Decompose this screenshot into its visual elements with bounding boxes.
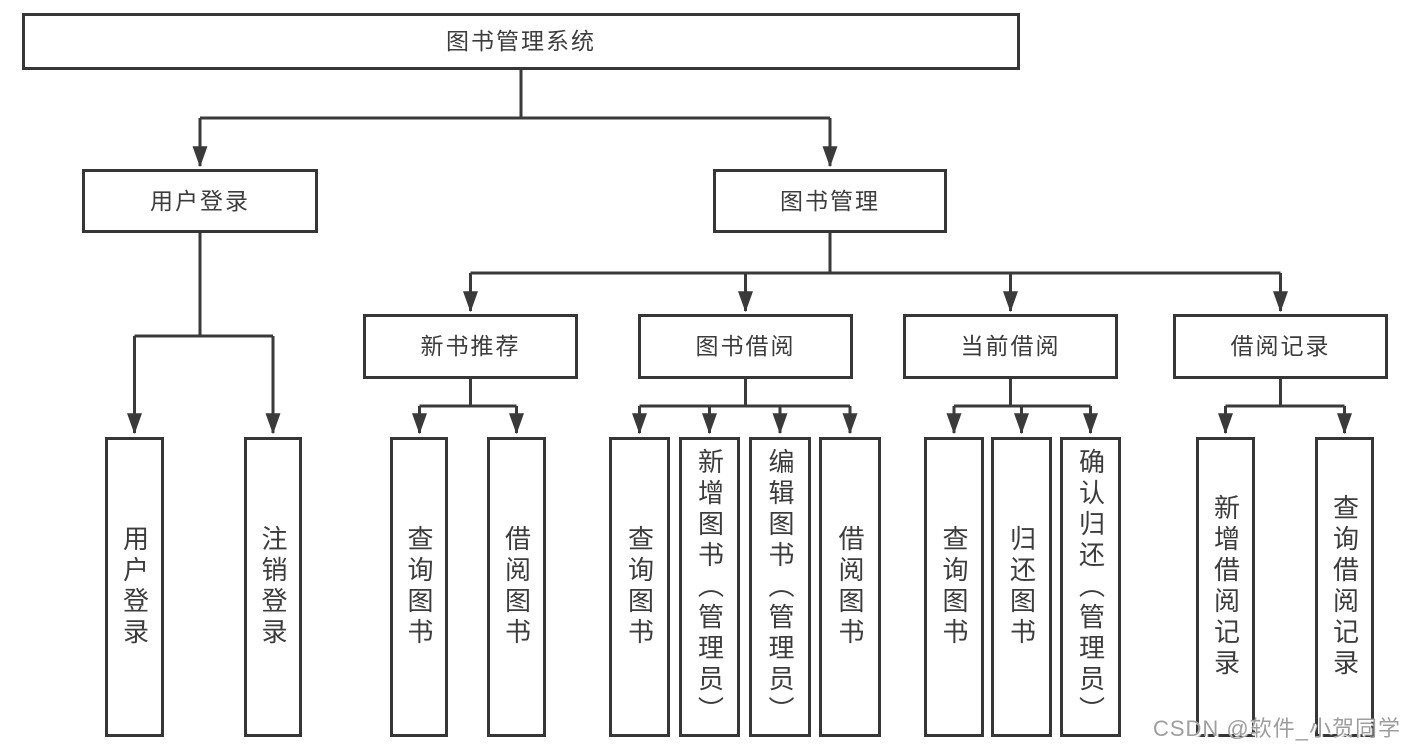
node-book-management: 图书管理 bbox=[713, 169, 947, 233]
node-borrowing-records: 借阅记录 bbox=[1173, 314, 1388, 379]
leaf-borrow-books: 借阅图书 bbox=[819, 437, 881, 737]
leaf-query-books: 查询图书 bbox=[924, 437, 984, 737]
leaf-query-borrow-record: 查询借阅记录 bbox=[1315, 437, 1374, 737]
leaf-query-books: 查询图书 bbox=[609, 437, 670, 737]
node-new-book-recommend: 新书推荐 bbox=[363, 314, 578, 379]
leaf-user-login: 用户登录 bbox=[105, 437, 164, 737]
leaf-query-books: 查询图书 bbox=[390, 437, 448, 737]
node-root-library-management-system: 图书管理系统 bbox=[22, 13, 1020, 70]
leaf-return-books: 归还图书 bbox=[991, 437, 1052, 737]
node-user-login: 用户登录 bbox=[82, 169, 318, 233]
node-current-borrowing: 当前借阅 bbox=[903, 314, 1118, 379]
leaf-add-books-admin: 新增图书（管理员） bbox=[679, 437, 740, 737]
leaf-logout: 注销登录 bbox=[244, 437, 302, 737]
leaf-confirm-return-admin: 确认归还（管理员） bbox=[1060, 437, 1121, 737]
leaf-borrow-books: 借阅图书 bbox=[487, 437, 546, 737]
leaf-add-borrow-record: 新增借阅记录 bbox=[1196, 437, 1255, 737]
leaf-edit-books-admin: 编辑图书（管理员） bbox=[749, 437, 811, 737]
csdn-watermark: CSDN @软件_小贺同学 bbox=[1152, 716, 1401, 741]
node-book-borrowing: 图书借阅 bbox=[638, 314, 853, 379]
